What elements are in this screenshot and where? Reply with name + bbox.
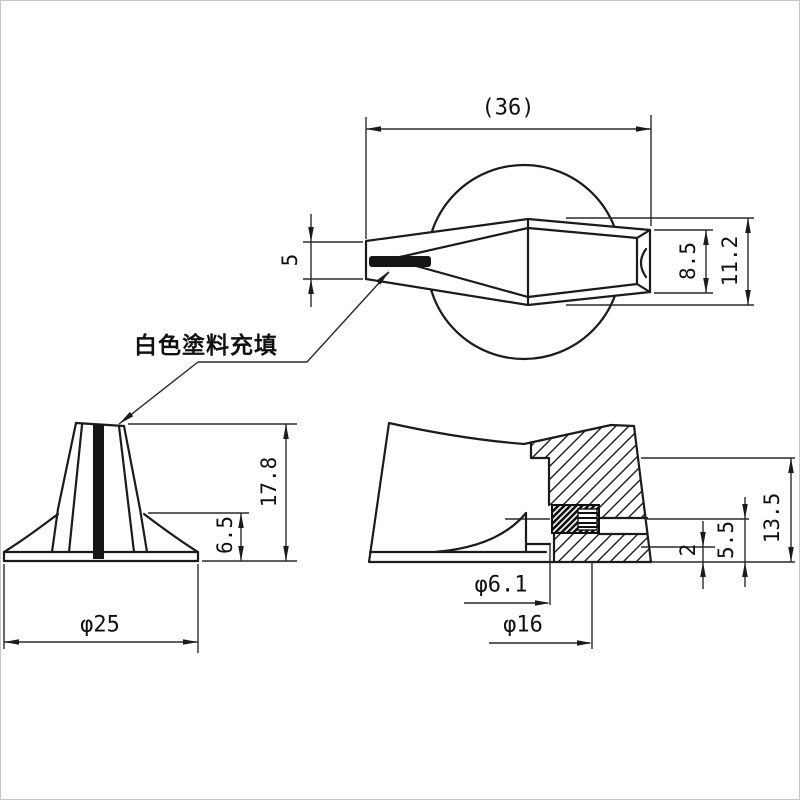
total-height-dim-lines (128, 423, 297, 562)
pointer-bevel-lines (389, 226, 652, 299)
dim-hub-height: 5.5 (714, 521, 738, 559)
dim-hole-dia: φ6.1 (475, 573, 528, 598)
dim-max-width: 11.2 (718, 236, 742, 287)
dim-total-height: 17.8 (257, 457, 281, 508)
thread-profile (577, 508, 598, 531)
dim-tip-width: 5 (278, 254, 302, 267)
pointer-fin-edges (50, 421, 149, 554)
hole-dia-dim-lines (464, 544, 551, 605)
front-view: 17.8 6.5 φ25 (2, 421, 297, 653)
skirt-profile (368, 511, 548, 554)
inner-depth-dim-lines (641, 457, 795, 563)
dim-flange-thickness: 2 (676, 544, 700, 557)
top-view-linework (364, 163, 652, 361)
bore-lower-wall (524, 511, 552, 554)
paint-fill-mark-front (93, 424, 104, 559)
section-view-linework (367, 421, 653, 564)
dimension-arrows (308, 126, 751, 305)
leader-lines (118, 271, 390, 425)
overall-width-dim-lines (365, 115, 652, 239)
dim-base-dia: φ25 (80, 613, 120, 638)
dim-inner-depth: 13.5 (760, 493, 784, 544)
paint-fill-mark-top (369, 256, 431, 267)
paint-note-callout: 白色塗料充填 (118, 271, 390, 425)
dim-skirt-height: 6.5 (213, 516, 237, 554)
front-view-dimensions: 17.8 6.5 φ25 (3, 423, 297, 653)
dimension-arrows (4, 424, 289, 645)
dim-hub-dia: φ16 (503, 613, 543, 638)
rear-face-arc (639, 247, 648, 279)
top-view: (36) 5 8.5 11.2 (278, 96, 754, 361)
hub-dia-dim-lines (489, 562, 593, 649)
top-view-dimensions: (36) 5 8.5 11.2 (278, 96, 754, 307)
dim-rear-width: 8.5 (676, 242, 700, 280)
dim-overall-width: (36) (482, 96, 535, 121)
skirt-curves (2, 512, 200, 554)
section-hatch-lower (554, 534, 651, 562)
section-hatch-upper (531, 425, 646, 518)
section-view: 13.5 5.5 2 φ6.1 φ16 (367, 421, 795, 649)
section-view-dimensions: 13.5 5.5 2 φ6.1 φ16 (464, 457, 795, 649)
paint-note-label: 白色塗料充填 (134, 332, 278, 359)
bore-step-lines (529, 442, 649, 564)
base-dia-dim-lines (3, 564, 199, 653)
front-view-linework (2, 421, 200, 563)
